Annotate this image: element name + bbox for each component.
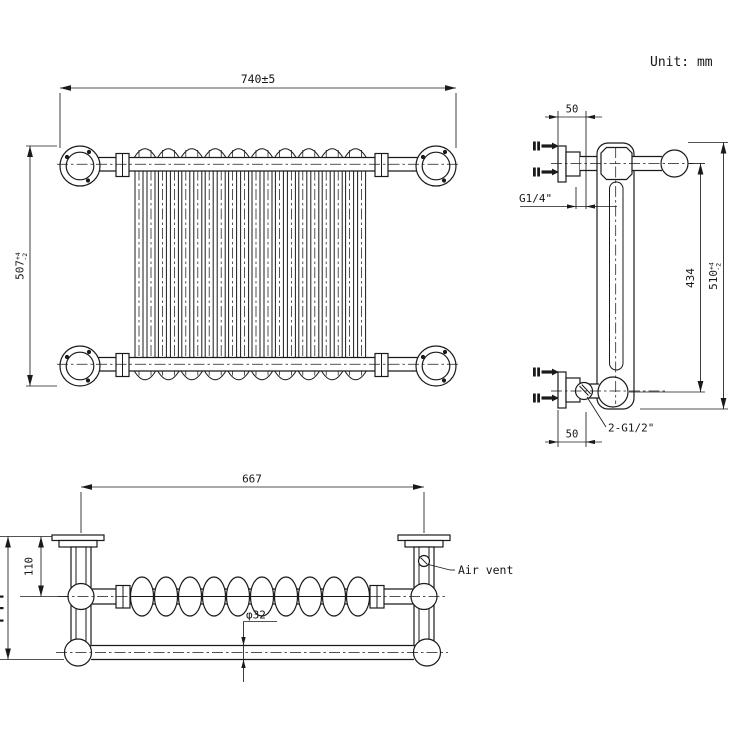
unit-note: Unit: mm <box>650 55 713 70</box>
front-height-dimension: 507+4-2 <box>14 252 30 280</box>
bar-diameter-label: φ32 <box>246 609 266 622</box>
wall-rose-bottom-left <box>59 345 101 387</box>
wall-rose-bottom-right <box>415 345 457 387</box>
side-center-distance-dimension: 434 <box>684 268 697 288</box>
front-view: 740±5 507+4-2 <box>14 72 460 387</box>
front-width-dimension: 740±5 <box>241 72 276 86</box>
inlet-thread-label: G1/4" <box>519 192 552 205</box>
plan-wall-offset-dimension: 110 <box>24 557 36 576</box>
wall-rose-top-left <box>59 145 101 187</box>
plan-length-dimension: 667 <box>242 473 262 486</box>
wall-anchor-screw <box>533 167 559 177</box>
bottom-ports-thread-label: 2-G1/2" <box>608 422 654 435</box>
wall-anchor-screw <box>533 141 559 151</box>
side-bottom-offset-dimension: 50 <box>566 429 579 441</box>
wall-rose-top-right <box>415 145 457 187</box>
air-vent-label: Air vent <box>458 563 513 577</box>
wall-anchor-screw <box>533 393 559 403</box>
side-overall-height-dimension: 510+4-2 <box>707 262 723 290</box>
plan-view: 667 110 φ32 Air vent <box>0 473 513 682</box>
side-top-offset-dimension: 50 <box>566 104 579 116</box>
wall-anchor-screw <box>533 367 559 377</box>
side-view: 50 G1/4" 434 510+4-2 50 2-G1/2" <box>519 104 728 447</box>
